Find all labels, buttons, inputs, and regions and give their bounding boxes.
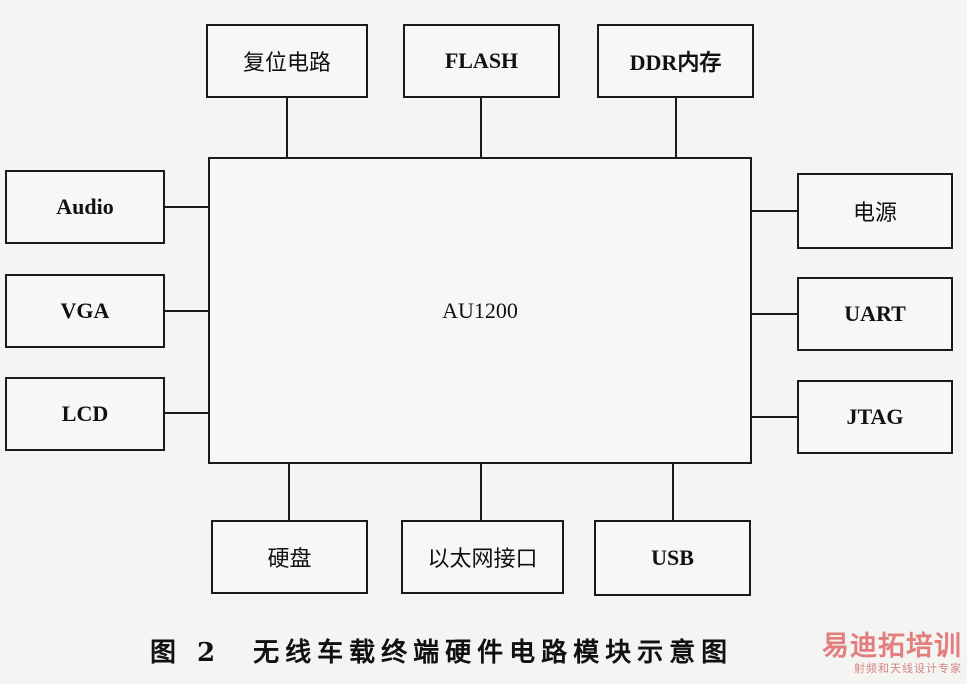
wire-hard-disk [288,464,290,520]
figure-caption: 图 2 无线车载终端硬件电路模块示意图 [150,638,734,668]
wire-flash [480,98,482,157]
wire-lcd [165,412,208,414]
usb-block: USB [594,520,751,596]
flash-block: FLASH [403,24,560,98]
jtag-block: JTAG [797,380,953,454]
ethernet-interface-block: 以太网接口 [401,520,564,594]
power-block: 电源 [797,173,953,249]
uart-block: UART [797,277,953,351]
hard-disk-block: 硬盘 [211,520,368,594]
ethernet-interface-label: 以太网接口 [427,547,538,572]
wire-audio [165,206,208,208]
wire-ddr [675,98,677,157]
ddr-memory-block: DDR内存 [597,24,754,98]
watermark-main-text: 易迪拓培训 [822,631,962,662]
audio-block: Audio [5,170,165,244]
lcd-label: LCD [61,401,109,426]
core-label: AU1200 [442,297,518,323]
wire-uart [752,313,797,315]
reset-circuit-label: 复位电路 [242,51,331,76]
wire-power [752,210,797,212]
wire-jtag [752,416,797,418]
watermark-sub-text: 射频和天线设计专家 [854,662,962,675]
wire-vga [165,310,208,312]
vga-label: VGA [60,298,110,323]
ddr-memory-label: DDR内存 [629,50,722,75]
lcd-block: LCD [5,377,165,451]
wire-ethernet [480,464,482,520]
jtag-label: JTAG [846,404,904,429]
hard-disk-label: 硬盘 [267,547,312,572]
watermark-logo: 易迪拓培训 射频和天线设计专家 [812,632,962,682]
audio-label: Audio [56,194,114,219]
power-label: 电源 [852,201,897,226]
reset-circuit-block: 复位电路 [206,24,368,98]
flash-label: FLASH [444,48,519,73]
wire-usb [672,464,674,520]
vga-block: VGA [5,274,165,348]
usb-label: USB [651,545,694,570]
wire-reset [286,98,288,157]
uart-label: UART [844,301,906,326]
au1200-core-block: AU1200 [208,157,752,464]
